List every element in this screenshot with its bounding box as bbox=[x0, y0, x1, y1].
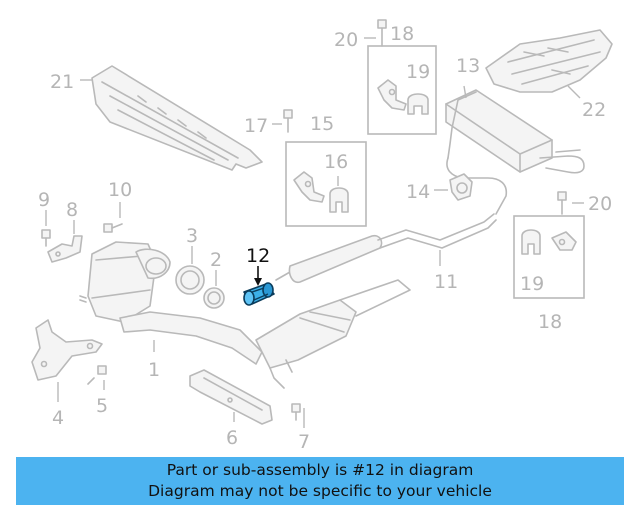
callout-18-bottom: 18 bbox=[538, 311, 562, 333]
exhaust-parts-diagram: 20 18 21 19 13 22 17 15 16 9 8 10 14 20 … bbox=[31, 19, 613, 453]
callout-6: 6 bbox=[226, 427, 238, 449]
banner-line-disclaimer: Diagram may not be specific to your vehi… bbox=[148, 482, 492, 500]
callout-20-right: 20 bbox=[588, 193, 612, 215]
rubber-mount-19-bottom bbox=[521, 229, 541, 255]
rubber-mount-16 bbox=[329, 187, 349, 213]
gasket-2 bbox=[203, 287, 225, 309]
rubber-mount-19-top bbox=[407, 93, 429, 115]
callout-21: 21 bbox=[50, 71, 74, 93]
kit-box-15 bbox=[285, 141, 367, 227]
banner-line-part-number: Part or sub-assembly is #12 in diagram bbox=[166, 461, 474, 479]
hanger-bracket-top bbox=[377, 79, 407, 111]
clamp-12-highlighted bbox=[243, 282, 275, 306]
gasket-3 bbox=[175, 265, 205, 295]
heat-shield-front bbox=[91, 65, 263, 171]
tailpipe-bend bbox=[446, 157, 508, 215]
callout-11: 11 bbox=[434, 271, 458, 293]
bracket-8 bbox=[47, 235, 83, 263]
callout-8: 8 bbox=[66, 199, 78, 221]
callout-19-bottom: 19 bbox=[520, 273, 544, 295]
callout-19-top: 19 bbox=[406, 61, 430, 83]
bolt-20-right bbox=[557, 191, 567, 215]
heat-shield-rear bbox=[485, 29, 613, 93]
callout-20-top: 20 bbox=[334, 29, 358, 51]
rear-muffler bbox=[445, 89, 585, 174]
callout-5: 5 bbox=[96, 395, 108, 417]
heat-shield-6 bbox=[189, 369, 273, 425]
callout-22: 22 bbox=[582, 99, 606, 121]
leader-12 bbox=[254, 266, 262, 286]
catalytic-converter bbox=[79, 241, 411, 389]
callout-10: 10 bbox=[108, 179, 132, 201]
bolt-7 bbox=[291, 403, 301, 421]
callout-12: 12 bbox=[246, 245, 270, 267]
callout-1: 1 bbox=[148, 359, 160, 381]
callout-14: 14 bbox=[406, 181, 430, 203]
clamp-14 bbox=[449, 173, 473, 201]
leader-13 bbox=[463, 85, 467, 99]
bolt-5 bbox=[87, 365, 107, 385]
bolt-9 bbox=[41, 229, 51, 247]
callout-18-top: 18 bbox=[390, 23, 414, 45]
info-banner: Part or sub-assembly is #12 in diagram D… bbox=[16, 457, 624, 505]
callout-9: 9 bbox=[38, 189, 50, 211]
callout-7: 7 bbox=[298, 431, 310, 453]
kit-box-18-top bbox=[367, 45, 437, 135]
callout-16: 16 bbox=[324, 151, 348, 173]
callout-4: 4 bbox=[52, 407, 64, 429]
callout-15: 15 bbox=[310, 113, 334, 135]
bolt-10 bbox=[103, 223, 123, 233]
bracket-4 bbox=[31, 319, 103, 381]
kit-box-18-bottom bbox=[513, 215, 585, 299]
hanger-bracket-bottom bbox=[551, 231, 577, 251]
hanger-bracket-15 bbox=[293, 171, 325, 203]
callout-17: 17 bbox=[244, 115, 268, 137]
callout-13: 13 bbox=[456, 55, 480, 77]
bolt-20-top bbox=[377, 19, 387, 47]
callout-3: 3 bbox=[186, 225, 198, 247]
callout-2: 2 bbox=[210, 249, 222, 271]
bolt-17 bbox=[283, 109, 293, 133]
intermediate-pipe bbox=[275, 213, 497, 284]
leader-22 bbox=[567, 85, 581, 99]
